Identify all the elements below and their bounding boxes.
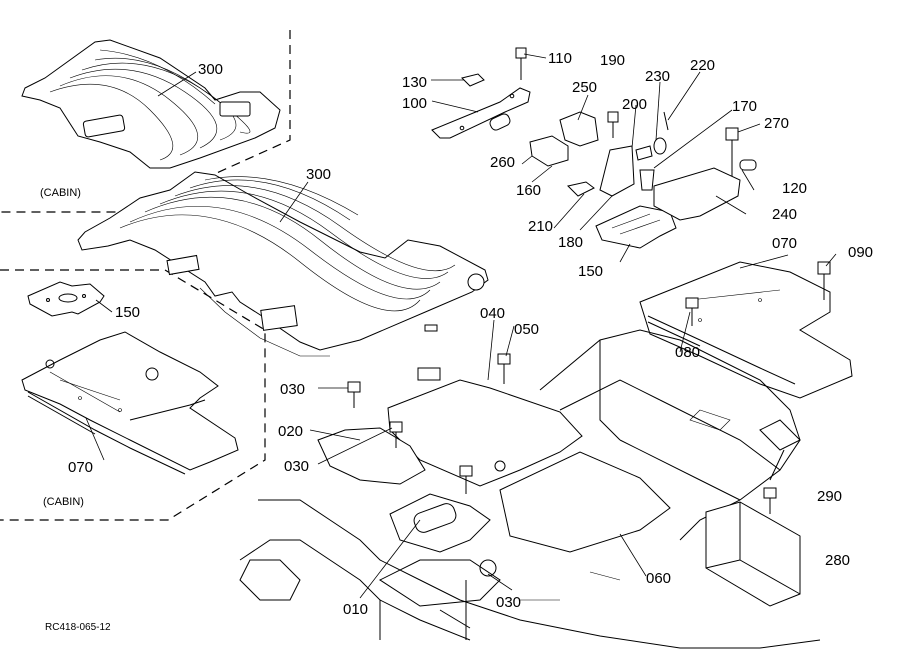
label-180: 180 bbox=[558, 234, 584, 251]
label-130: 130 bbox=[402, 74, 428, 91]
label-080: 080 bbox=[675, 344, 701, 361]
support-bracket bbox=[653, 127, 757, 221]
cover-plate-right bbox=[595, 205, 677, 249]
label-040: 040 bbox=[480, 305, 506, 322]
drawing-code: RC418-065-12 bbox=[45, 622, 111, 633]
bracket-assembly-top bbox=[431, 47, 531, 139]
leader-lines bbox=[85, 53, 837, 599]
label-290: 290 bbox=[817, 488, 843, 505]
label-120: 120 bbox=[782, 180, 808, 197]
label-070-right: 070 bbox=[772, 235, 798, 252]
label-300-main: 300 bbox=[306, 166, 332, 183]
label-010: 010 bbox=[343, 601, 369, 618]
label-030-b: 030 bbox=[284, 458, 310, 475]
label-210: 210 bbox=[528, 218, 554, 235]
label-260: 260 bbox=[490, 154, 516, 171]
label-240: 240 bbox=[772, 206, 798, 223]
machine-frame bbox=[239, 329, 821, 649]
cabin-note-lower: (CABIN) bbox=[43, 496, 84, 508]
label-160: 160 bbox=[516, 182, 542, 199]
label-300-cabin: 300 bbox=[198, 61, 224, 78]
label-280: 280 bbox=[825, 552, 851, 569]
label-190: 190 bbox=[600, 52, 626, 69]
label-230: 230 bbox=[645, 68, 671, 85]
label-030-c: 030 bbox=[496, 594, 522, 611]
clamp-hardware-group bbox=[529, 111, 669, 197]
label-060: 060 bbox=[646, 570, 672, 587]
label-100: 100 bbox=[402, 95, 428, 112]
label-170: 170 bbox=[732, 98, 758, 115]
label-150-right: 150 bbox=[578, 263, 604, 280]
floor-plate-cabin bbox=[21, 331, 239, 475]
floor-mat-main bbox=[77, 171, 489, 357]
cabin-note-upper: (CABIN) bbox=[40, 187, 81, 199]
label-070-left: 070 bbox=[68, 459, 94, 476]
battery-box bbox=[705, 419, 801, 607]
floor-mat-cabin bbox=[21, 39, 281, 169]
label-090: 090 bbox=[848, 244, 874, 261]
label-050: 050 bbox=[514, 321, 540, 338]
label-270: 270 bbox=[764, 115, 790, 132]
label-250: 250 bbox=[572, 79, 598, 96]
cover-plate-left bbox=[27, 281, 105, 317]
label-020: 020 bbox=[278, 423, 304, 440]
label-150-left: 150 bbox=[115, 304, 141, 321]
label-110: 110 bbox=[548, 50, 572, 67]
label-220: 220 bbox=[690, 57, 716, 74]
label-200: 200 bbox=[622, 96, 648, 113]
floor-plates-center bbox=[317, 367, 671, 553]
mounting-bolts bbox=[347, 297, 777, 577]
floor-plate-right bbox=[639, 261, 853, 399]
label-030-a: 030 bbox=[280, 381, 306, 398]
